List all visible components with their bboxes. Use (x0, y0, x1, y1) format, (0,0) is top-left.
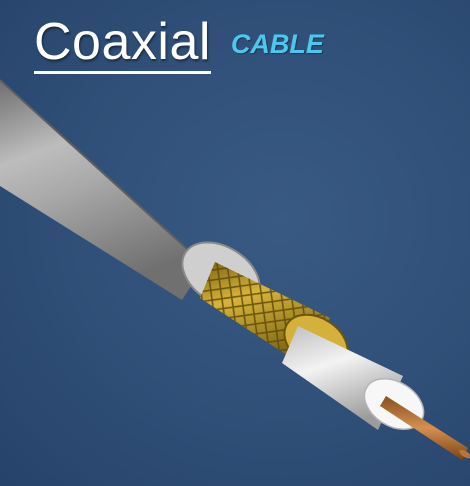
center-conductor (380, 396, 470, 460)
title-main: Coaxial (34, 14, 211, 74)
title-sub: CABLE (230, 29, 324, 59)
title: Coaxial CABLE (34, 14, 324, 74)
